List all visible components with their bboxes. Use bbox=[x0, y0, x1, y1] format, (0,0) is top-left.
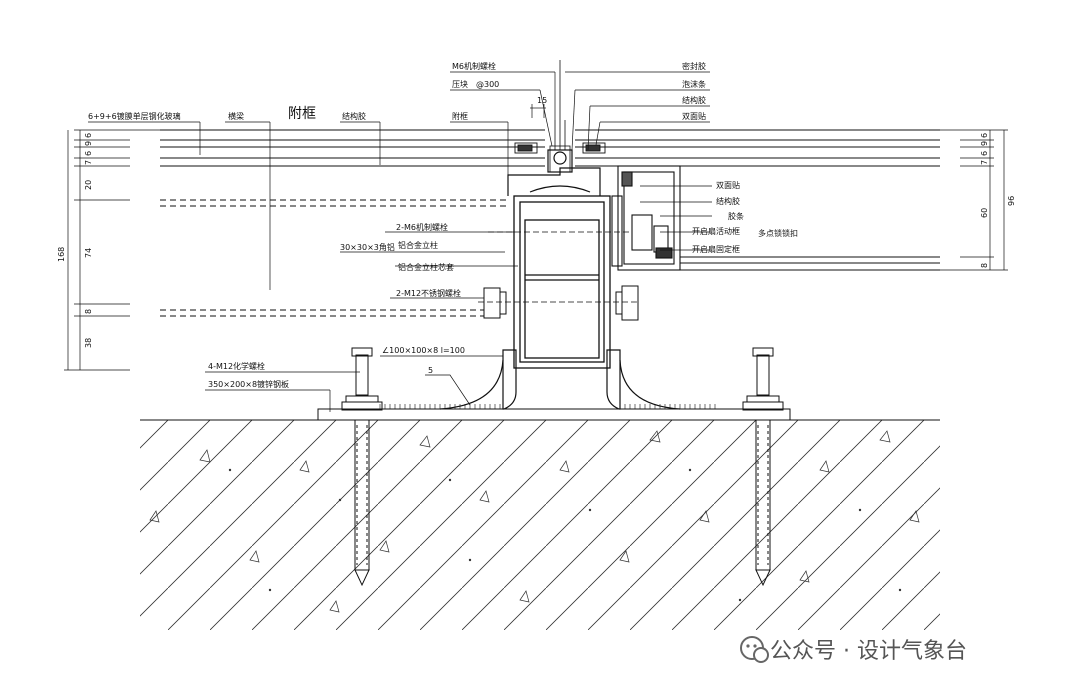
wechat-icon bbox=[740, 636, 769, 663]
label-gap-15: 15 bbox=[537, 96, 547, 105]
label-m6-bolts-2: 2-M6机制螺栓 bbox=[396, 222, 448, 232]
dim-left-6: 8 bbox=[84, 309, 93, 314]
concrete-slab bbox=[140, 419, 940, 630]
label-structural-sealant-right2: 结构胶 bbox=[716, 196, 740, 206]
label-spacing: @300 bbox=[476, 80, 499, 89]
dim-left-total: 168 bbox=[57, 247, 66, 262]
embed-steel-plate bbox=[317, 404, 791, 421]
dim-right-3: 7 bbox=[980, 160, 989, 165]
dim-left-2: 6 bbox=[84, 151, 93, 156]
label-m12-bolts: 2-M12不锈钢螺栓 bbox=[396, 288, 461, 298]
label-angle-30: 30×30×3角铝 bbox=[340, 242, 395, 252]
leader-lines bbox=[88, 71, 712, 412]
sub-frame-profile bbox=[507, 60, 601, 196]
dim-right-5: 8 bbox=[980, 263, 989, 268]
dim-right-total: 96 bbox=[1007, 196, 1016, 206]
annotation-labels: 6+9+6镀膜单层钢化玻璃 横梁 附框 结构胶 附框 M6机制螺栓 压块 @30… bbox=[88, 61, 798, 389]
glass-left bbox=[160, 129, 545, 317]
dim-left-3: 7 bbox=[84, 160, 93, 165]
m12-bolt-assembly bbox=[483, 285, 639, 321]
label-alu-column: 铝合金立柱 bbox=[398, 240, 438, 250]
dim-left-0: 6 bbox=[84, 133, 93, 138]
dim-right-4: 60 bbox=[980, 208, 989, 218]
label-multipoint-lock: 多点锁锁扣 bbox=[758, 228, 798, 238]
label-chem-anchor: 4-M12化学螺栓 bbox=[208, 361, 265, 371]
label-subframe-big: 附框 bbox=[288, 106, 316, 122]
label-vent-sash-frame: 开启扇活动框 bbox=[692, 226, 740, 236]
label-embed-plate: 350×200×8镀锌钢板 bbox=[208, 379, 289, 389]
label-weld: 5 bbox=[428, 366, 433, 375]
label-tape-top: 双面贴 bbox=[682, 111, 706, 121]
label-angle-steel: ∠100×100×8 l=100 bbox=[382, 346, 465, 355]
label-tape-right: 双面贴 bbox=[716, 180, 740, 190]
dimension-texts-right: 6 9 6 7 60 8 96 bbox=[980, 133, 1016, 268]
label-structural-sealant-left: 结构胶 bbox=[342, 111, 366, 121]
dimension-lines-left bbox=[64, 129, 160, 371]
label-vent-fixed-frame: 开启扇固定框 bbox=[692, 244, 740, 254]
label-sealant: 密封胶 bbox=[682, 61, 706, 71]
vent-sash-frame bbox=[611, 165, 681, 271]
aluminum-column bbox=[478, 195, 640, 369]
watermark-text: 公众号 · 设计气象台 bbox=[770, 639, 967, 664]
dim-left-1: 9 bbox=[84, 141, 93, 146]
dim-right-2: 6 bbox=[980, 151, 989, 156]
label-pressure-block: 压块 bbox=[452, 79, 468, 89]
label-structural-sealant-right: 结构胶 bbox=[682, 95, 706, 105]
label-rubber-strip: 胶条 bbox=[728, 211, 744, 221]
dim-right-0: 6 bbox=[980, 133, 989, 138]
dim-right-1: 9 bbox=[980, 141, 989, 146]
dim-left-5: 74 bbox=[84, 248, 93, 258]
chemical-anchor-left bbox=[341, 347, 383, 587]
dimension-lines-right bbox=[940, 129, 1008, 271]
watermark: 公众号 · 设计气象台 bbox=[740, 636, 967, 664]
label-glass: 6+9+6镀膜单层钢化玻璃 bbox=[88, 111, 181, 121]
label-subframe-small: 附框 bbox=[452, 111, 468, 121]
label-foam-rod: 泡沫条 bbox=[682, 79, 706, 89]
dim-left-7: 38 bbox=[84, 338, 93, 348]
label-m6-bolt: M6机制螺栓 bbox=[452, 61, 496, 71]
label-mullion: 横梁 bbox=[228, 111, 244, 121]
glass-right bbox=[575, 129, 940, 271]
dimension-texts-left: 6 9 6 7 20 74 8 38 168 bbox=[57, 133, 93, 348]
dim-left-4: 20 bbox=[84, 180, 93, 190]
angle-steel-brackets bbox=[439, 349, 681, 410]
label-alu-core: 铝合金立柱芯套 bbox=[398, 262, 454, 272]
